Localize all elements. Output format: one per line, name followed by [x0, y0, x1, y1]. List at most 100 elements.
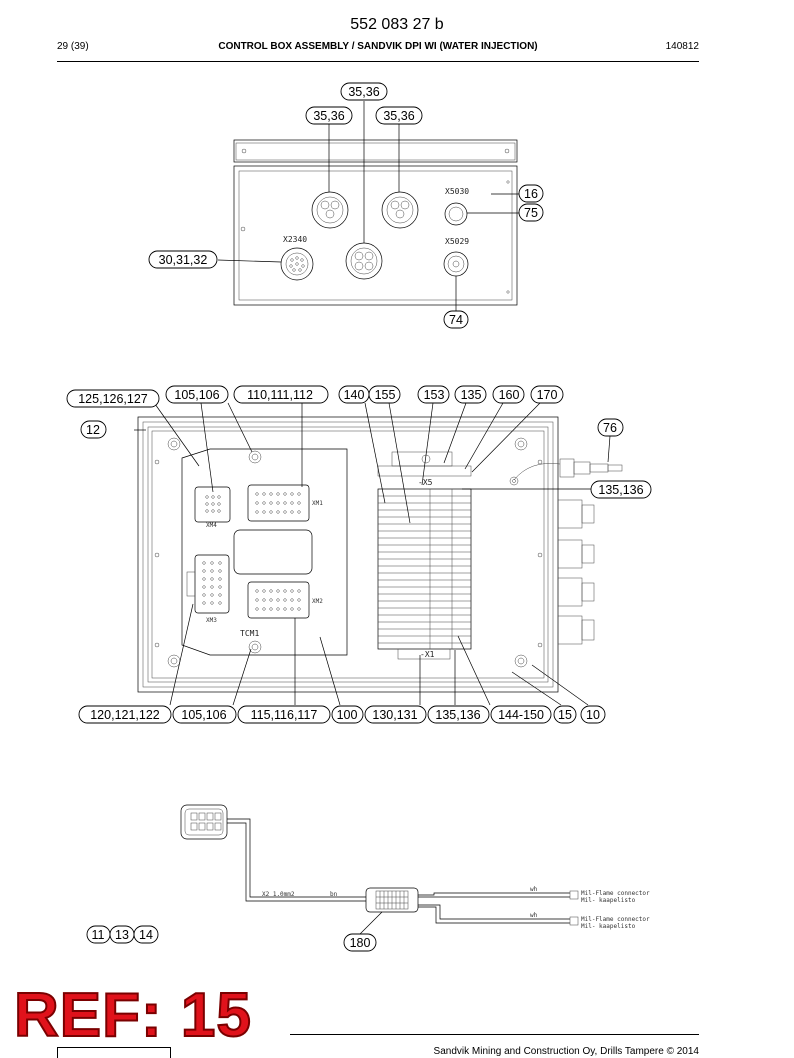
label-xm2: XM2	[312, 598, 323, 605]
label-x5030: X5030	[445, 187, 469, 196]
callout-13: 13	[109, 925, 135, 944]
callout-74: 74	[443, 310, 469, 329]
svg-text:10: 10	[586, 708, 600, 722]
header-divider	[57, 61, 699, 62]
callout-180: 180	[343, 933, 377, 952]
callout-35-36-right: 35,36	[375, 106, 423, 125]
callout-135-136-side: 135,136	[590, 480, 652, 499]
callout-30-31-32: 30,31,32	[148, 250, 218, 269]
callout-110-111-112: 110,111,112	[233, 385, 329, 404]
label-x1: -X1	[420, 650, 435, 659]
svg-text:153: 153	[424, 388, 445, 402]
svg-text:74: 74	[449, 313, 463, 327]
callout-14: 14	[133, 925, 159, 944]
terminal-label-1a: Mil-Flame connector	[581, 890, 650, 897]
label-xm3: XM3	[206, 617, 217, 624]
svg-text:135,136: 135,136	[435, 708, 480, 722]
svg-text:155: 155	[375, 388, 396, 402]
svg-text:35,36: 35,36	[313, 109, 344, 123]
svg-text:130,131: 130,131	[372, 708, 417, 722]
svg-text:14: 14	[139, 928, 153, 942]
document-date: 140812	[665, 41, 699, 52]
document-title: CONTROL BOX ASSEMBLY / SANDVIK DPI WI (W…	[218, 41, 538, 52]
svg-text:15: 15	[558, 708, 572, 722]
label-x5029: X5029	[445, 237, 469, 246]
svg-text:13: 13	[115, 928, 129, 942]
callout-12: 12	[80, 420, 107, 439]
cable-gland-center	[345, 242, 383, 280]
connector-x5029	[443, 251, 469, 277]
callout-125-126-127: 125,126,127	[66, 389, 160, 408]
figure-cable-harness: X2 1.0mm2 bn wh wh Mil-Flame connector M…	[86, 804, 650, 952]
label-x5: -X5	[418, 478, 433, 487]
callout-16: 16	[518, 184, 544, 203]
callout-160: 160	[492, 385, 525, 404]
cable-label-wh-2: wh	[530, 912, 538, 919]
svg-text:12: 12	[86, 423, 100, 437]
cable-label-wh-1: wh	[530, 886, 538, 893]
document-number: 552 083 27 b	[350, 16, 444, 33]
callout-100: 100	[331, 705, 364, 724]
terminal-label-1b: Mil- kaapelisto	[581, 897, 636, 904]
svg-text:35,36: 35,36	[383, 109, 414, 123]
svg-text:110,111,112: 110,111,112	[247, 388, 313, 402]
label-xm4: XM4	[206, 522, 217, 529]
callout-135-136-bottom: 135,136	[427, 705, 490, 724]
svg-text:11: 11	[92, 928, 105, 942]
svg-text:105,106: 105,106	[174, 388, 219, 402]
label-x2340: X2340	[283, 235, 307, 244]
svg-text:16: 16	[524, 187, 538, 201]
cable-label-x2: X2 1.0mm2	[262, 891, 295, 898]
cable-gland-right	[381, 191, 419, 229]
cable-label-bn: bn	[330, 891, 338, 898]
callout-144-150: 144-150	[490, 705, 552, 724]
svg-text:144-150: 144-150	[498, 708, 544, 722]
svg-text:140: 140	[344, 388, 365, 402]
callout-35-36-left: 35,36	[305, 106, 353, 125]
svg-text:30,31,32: 30,31,32	[159, 253, 208, 267]
callout-115-116-117: 115,116,117	[237, 705, 331, 724]
svg-text:120,121,122: 120,121,122	[90, 708, 160, 722]
callout-140: 140	[338, 385, 370, 404]
figure-control-box-front: X5030 X2340 X5029 35,36 35,36 35,36 16	[148, 82, 544, 329]
connector-x5030	[444, 202, 468, 226]
label-tcm1: TCM1	[240, 629, 259, 638]
svg-text:135,136: 135,136	[598, 483, 643, 497]
callout-15: 15	[553, 705, 577, 724]
callout-11: 11	[86, 925, 111, 944]
callout-105-106-bottom: 105,106	[172, 705, 237, 724]
reference-label: REF: 15	[13, 981, 252, 1050]
callout-35-36-top: 35,36	[340, 82, 388, 101]
cable-gland-left	[311, 191, 349, 229]
connector-x2340	[280, 247, 314, 281]
svg-text:76: 76	[603, 421, 617, 435]
label-xm1: XM1	[312, 500, 323, 507]
svg-text:170: 170	[537, 388, 558, 402]
footer-copyright: Sandvik Mining and Construction Oy, Dril…	[433, 1046, 699, 1057]
svg-text:100: 100	[337, 708, 358, 722]
svg-text:105,106: 105,106	[181, 708, 226, 722]
svg-text:160: 160	[499, 388, 520, 402]
footer-divider	[290, 1034, 699, 1035]
svg-text:115,116,117: 115,116,117	[251, 708, 318, 722]
terminal-label-2b: Mil- kaapelisto	[581, 923, 636, 930]
page-header: 29 (39) CONTROL BOX ASSEMBLY / SANDVIK D…	[57, 41, 699, 55]
callout-120-121-122: 120,121,122	[78, 705, 172, 724]
callout-155: 155	[368, 385, 401, 404]
callout-10: 10	[580, 705, 606, 724]
figure-control-box-interior: XM4 XM1 XM3 XM2 TCM1	[66, 385, 652, 724]
page-number: 29 (39)	[57, 41, 89, 52]
callout-76: 76	[597, 418, 624, 437]
callout-130-131: 130,131	[364, 705, 427, 724]
svg-text:180: 180	[350, 936, 371, 950]
svg-text:75: 75	[524, 206, 538, 220]
svg-text:35,36: 35,36	[348, 85, 379, 99]
svg-text:125,126,127: 125,126,127	[78, 392, 148, 406]
callout-105-106-top: 105,106	[165, 385, 229, 404]
callout-170: 170	[530, 385, 564, 404]
svg-text:135: 135	[461, 388, 482, 402]
callout-75: 75	[518, 203, 544, 222]
callout-153: 153	[417, 385, 450, 404]
callout-135: 135	[454, 385, 487, 404]
